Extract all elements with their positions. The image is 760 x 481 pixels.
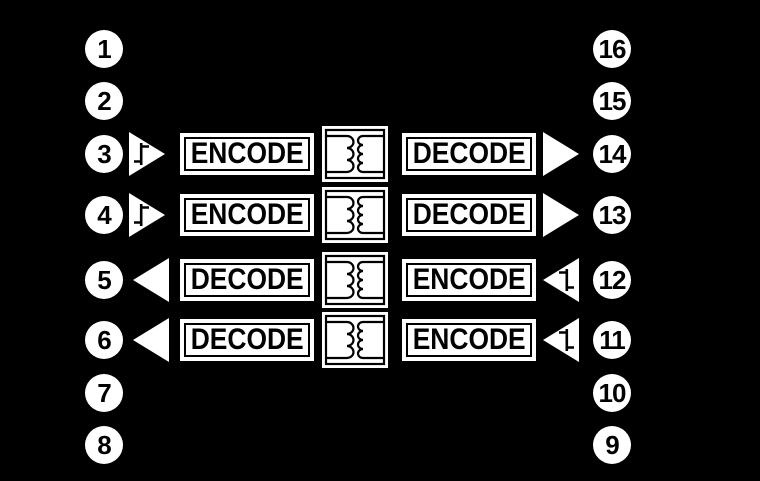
encode-block: ENCODE	[406, 323, 532, 357]
pin-2: 2	[85, 82, 123, 120]
transformer-icon	[322, 126, 388, 182]
output-buffer-icon	[543, 193, 579, 237]
encode-block: ENCODE	[184, 198, 310, 232]
pin-12: 12	[593, 261, 631, 299]
pin-14: 14	[593, 135, 631, 173]
pin-16: 16	[593, 30, 631, 68]
decode-block: DECODE	[184, 263, 310, 297]
transformer-icon	[322, 187, 388, 243]
pin-13: 13	[593, 196, 631, 234]
input-buffer-icon	[543, 318, 579, 362]
pin-7: 7	[85, 374, 123, 412]
pin-8: 8	[85, 426, 123, 464]
decode-block: DECODE	[184, 323, 310, 357]
transformer-icon	[322, 312, 388, 368]
encode-block-label: ENCODE	[412, 263, 526, 296]
pin-5: 5	[85, 261, 123, 299]
decode-block: DECODE	[406, 137, 532, 171]
pin-9: 9	[593, 426, 631, 464]
transformer-icon	[322, 252, 388, 308]
pin-1: 1	[85, 30, 123, 68]
input-buffer-icon	[543, 258, 579, 302]
encode-block-label: ENCODE	[412, 323, 526, 356]
pin-6: 6	[85, 321, 123, 359]
decode-block-label: DECODE	[190, 323, 304, 356]
output-buffer-icon	[133, 258, 169, 302]
pin-15: 15	[593, 82, 631, 120]
output-buffer-icon	[133, 318, 169, 362]
pin-3: 3	[85, 135, 123, 173]
input-buffer-icon	[129, 132, 165, 176]
encode-block: ENCODE	[184, 137, 310, 171]
decode-block-label: DECODE	[412, 198, 526, 231]
decode-block: DECODE	[406, 198, 532, 232]
encode-block: ENCODE	[406, 263, 532, 297]
pin-11: 11	[593, 321, 631, 359]
output-buffer-icon	[543, 132, 579, 176]
encode-block-label: ENCODE	[190, 137, 304, 170]
input-buffer-icon	[129, 193, 165, 237]
encode-block-label: ENCODE	[190, 198, 304, 231]
decode-block-label: DECODE	[190, 263, 304, 296]
pin-10: 10	[593, 374, 631, 412]
decode-block-label: DECODE	[412, 137, 526, 170]
pin-4: 4	[85, 196, 123, 234]
